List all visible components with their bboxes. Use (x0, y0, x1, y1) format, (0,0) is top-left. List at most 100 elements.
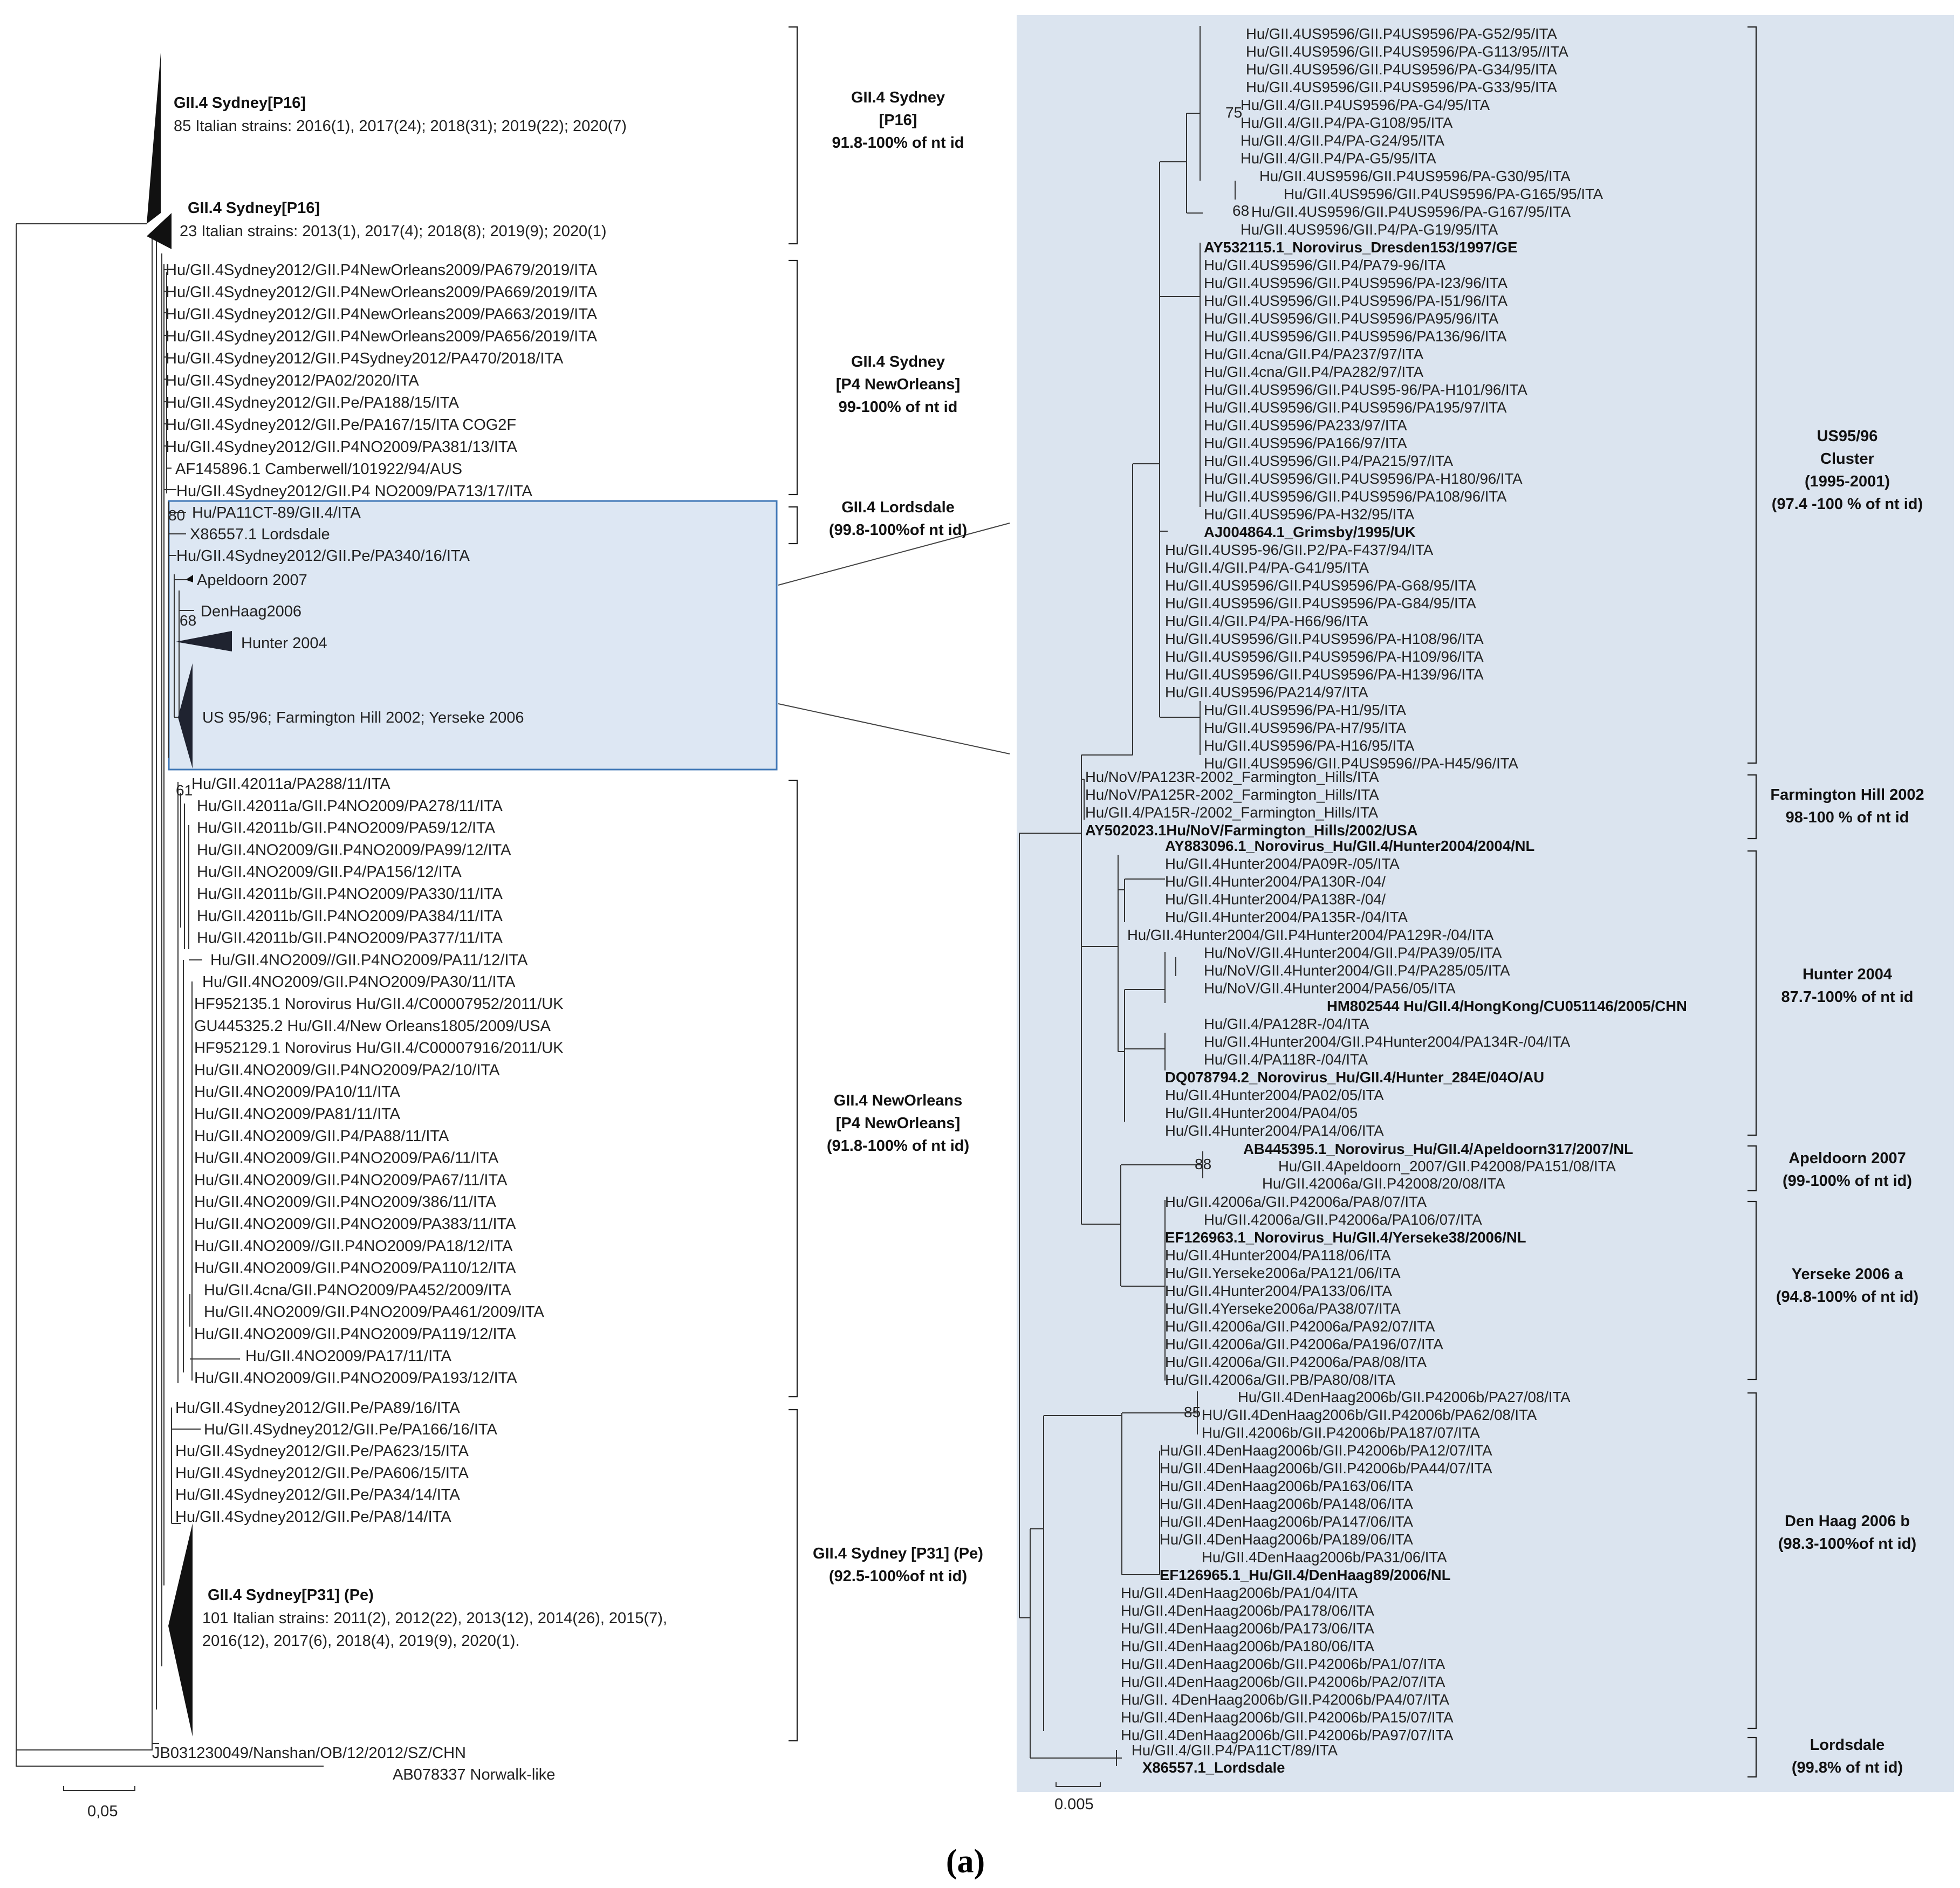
tree-leaf: Hu/GII.4Hunter2004/PA118/06/ITA (1165, 1247, 1392, 1264)
tree-leaf: HF952135.1 Norovirus Hu/GII.4/C00007952/… (194, 996, 564, 1013)
collapsed-clade-sydney-p16-85 (147, 53, 161, 224)
bootstrap-value: 80 (168, 507, 185, 524)
tree-leaf: Hu/GII.4US9596/PA214/97/ITA (1165, 684, 1368, 701)
tree-leaf: Hu/GII.4/GII.P4US9596/PA-G4/95/ITA (1241, 97, 1490, 113)
tree-leaf: Hu/GII.4NO2009/GII.P4/PA88/11/ITA (194, 1128, 449, 1145)
collapsed-clade-detail: 23 Italian strains: 2013(1), 2017(4); 20… (180, 223, 607, 240)
tree-leaf: Hu/GII.4NO2009/GII.P4NO2009/PA193/12/ITA (194, 1370, 517, 1387)
tree-leaf: Hu/GII.4NO2009/PA81/11/ITA (194, 1106, 401, 1123)
collapsed-clade-sydney-p16-23 (147, 213, 172, 249)
tree-leaf: Hu/GII.4US9596/GII.P4US9596/PA195/97/ITA (1204, 399, 1507, 416)
tree-leaf: Hu/GII.4NO2009/GII.P4/PA156/12/ITA (197, 863, 462, 881)
tree-leaf: Hu/GII.4Sydney2012/GII.P4Sydney2012/PA47… (166, 350, 564, 367)
tree-leaf: Hu/GII.Yerseke2006a/PA121/06/ITA (1165, 1265, 1401, 1281)
highlight-box (168, 500, 778, 771)
tree-leaf: Hu/GII.4/GII.P4/PA-G41/95/ITA (1165, 559, 1369, 576)
clade-label: (99.8-100%of nt id) (829, 521, 967, 539)
tree-leaf: US 95/96; Farmington Hill 2002; Yerseke … (202, 709, 524, 726)
clade-label: (97.4 -100 % of nt id) (1772, 496, 1923, 513)
tree-leaf: Hu/GII.4Sydney2012/GII.Pe/PA188/15/ITA (166, 394, 459, 411)
tree-leaf: Hu/GII.4US9596/GII.P4US9596/PA-H109/96/I… (1165, 648, 1484, 665)
tree-leaf: Hu/GII.4NO2009/PA10/11/ITA (194, 1083, 401, 1101)
tree-leaf: Hu/GII.4US9596/PA-H32/95/ITA (1204, 506, 1415, 523)
clade-label: Farmington Hill 2002 (1770, 786, 1924, 804)
collapsed-clade-name: GII.4 Sydney[P16] (188, 200, 320, 217)
tree-leaf: Hu/NoV/GII.4Hunter2004/GII.P4/PA39/05/IT… (1204, 944, 1502, 961)
collapsed-clade-name: GII.4 Sydney[P31] (Pe) (208, 1587, 374, 1604)
clade-label: GII.4 Sydney (851, 89, 945, 106)
tree-leaf: Hu/GII.4NO2009/GII.P4NO2009/PA30/11/ITA (202, 973, 516, 991)
tree-leaf: Hu/GII.4NO2009/GII.P4NO2009/PA461/2009/I… (204, 1303, 544, 1321)
tree-leaf: Hu/GII.4US9596/GII.P4/PA215/97/ITA (1204, 452, 1454, 469)
tree-leaf: Hu/GII.4Sydney2012/GII.Pe/PA623/15/ITA (175, 1443, 469, 1460)
tree-leaf: Hu/GII.4Sydney2012/PA02/2020/ITA (166, 372, 419, 389)
tree-leaf: Hu/GII.4Hunter2004/PA135R-/04/ITA (1165, 909, 1408, 925)
tree-leaf: Hu/GII.4Sydney2012/GII.Pe/PA606/15/ITA (175, 1465, 469, 1482)
clade-label: Yerseke 2006 a (1792, 1266, 1903, 1283)
clade-label: GII.4 Sydney [P31] (Pe) (813, 1545, 983, 1562)
tree-leaf: Hu/GII.4Sydney2012/GII.P4NewOrleans2009/… (166, 262, 598, 279)
tree-leaf: DQ078794.2_Norovirus_Hu/GII.4/Hunter_284… (1165, 1069, 1544, 1086)
tree-leaf: Hu/GII.4NO2009/GII.P4NO2009/PA2/10/ITA (194, 1061, 500, 1079)
tree-leaf: AY532115.1_Norovirus_Dresden153/1997/GE (1204, 239, 1517, 256)
tree-leaf: Hu/GII.4US9596/PA-H7/95/ITA (1204, 719, 1407, 736)
tree-leaf: Hu/GII.4NO2009/GII.P4NO2009/PA67/11/ITA (194, 1171, 508, 1189)
collapsed-clade-detail: 85 Italian strains: 2016(1), 2017(24); 2… (174, 118, 627, 135)
tree-leaf: Hu/GII.4Sydney2012/GII.Pe/PA89/16/ITA (175, 1399, 460, 1417)
tree-leaf: Hu/GII.4DenHaag2006b/PA1/04/ITA (1121, 1584, 1358, 1601)
tree-leaf: Hu/GII.4NO2009/GII.P4NO2009/PA6/11/ITA (194, 1150, 499, 1167)
tree-leaf: Hu/GII.42011b/GII.P4NO2009/PA377/11/ITA (197, 930, 503, 947)
right-scale-bar-label: 0.005 (1054, 1796, 1094, 1813)
tree-leaf: HM802544 Hu/GII.4/HongKong/CU051146/2005… (1327, 998, 1687, 1014)
tree-leaf: Hu/GII.4/GII.P4/PA-H66/96/ITA (1165, 613, 1368, 629)
clade-label: Den Haag 2006 b (1785, 1513, 1910, 1530)
tree-leaf: Hu/NoV/GII.4Hunter2004/PA56/05/ITA (1204, 980, 1456, 997)
zoom-panel-background (1017, 15, 1954, 1792)
tree-leaf: AJ004864.1_Grimsby/1995/UK (1204, 524, 1416, 540)
clade-label: US95/96 (1817, 428, 1878, 445)
tree-leaf: GU445325.2 Hu/GII.4/New Orleans1805/2009… (194, 1018, 551, 1035)
clade-label: Lordsdale (1810, 1736, 1885, 1754)
tree-leaf: Hu/NoV/PA125R-2002_Farmington_Hills/ITA (1085, 786, 1379, 803)
tree-leaf: Hu/GII.4Hunter2004/PA133/06/ITA (1165, 1282, 1393, 1299)
tree-leaf: Hu/GII.4Hunter2004/GII.P4Hunter2004/PA12… (1127, 926, 1494, 943)
tree-leaf: Hu/GII.4DenHaag2006b/PA189/06/ITA (1160, 1531, 1413, 1548)
tree-leaf: Hu/GII.4cna/GII.P4/PA237/97/ITA (1204, 346, 1424, 362)
tree-leaf: Hu/GII.42006a/GII.P42008/20/08/ITA (1262, 1175, 1505, 1192)
tree-leaf: Hu/GII.42011b/GII.P4NO2009/PA59/12/ITA (197, 820, 496, 837)
tree-leaf: Hu/GII.4/GII.P4/PA-G5/95/ITA (1241, 150, 1436, 167)
tree-leaf: EF126965.1_Hu/GII.4/DenHaag89/2006/NL (1160, 1567, 1451, 1583)
tree-leaf: Hu/GII.4DenHaag2006b/PA180/06/ITA (1121, 1638, 1374, 1654)
tree-leaf: Hu/GII.4US9596/GII.P4/PA-G19/95/ITA (1241, 221, 1498, 238)
clade-label: GII.4 Sydney (851, 353, 945, 370)
clade-label: [P4 NewOrleans] (836, 1115, 960, 1132)
right-scale-bar: 0.005 (1054, 1782, 1101, 1813)
tree-leaf: Hu/GII.4DenHaag2006b/PA163/06/ITA (1160, 1478, 1413, 1494)
tree-leaf: Hu/GII.4DenHaag2006b/PA178/06/ITA (1121, 1602, 1374, 1619)
tree-leaf: Hu/GII.4Sydney2012/GII.P4 NO2009/PA713/1… (176, 483, 533, 500)
clade-label: Apeldoorn 2007 (1788, 1150, 1906, 1167)
clade-label: (1995-2001) (1805, 473, 1890, 490)
tree-leaf: Hu/GII.42006a/GII.PB/PA80/08/ITA (1165, 1371, 1396, 1388)
tree-leaf: Hu/GII. 4DenHaag2006b/GII.P42006b/PA4/07… (1121, 1691, 1450, 1708)
tree-leaf: Hu/GII.4Sydney2012/GII.P4NewOrleans2009/… (166, 284, 598, 301)
tree-leaf: Hu/GII.4US9596/PA-H16/95/ITA (1204, 737, 1415, 754)
tree-leaf: Hu/GII.4US9596/PA-H1/95/ITA (1204, 702, 1407, 718)
tree-leaf: Hu/GII.4/PA118R-/04/ITA (1204, 1051, 1368, 1068)
clade-label: GII.4 Lordsdale (841, 499, 955, 516)
tree-leaf: Hu/GII.4cna/GII.P4NO2009/PA452/2009/ITA (204, 1281, 511, 1299)
tree-leaf: Hu/GII.4Hunter2004/PA02/05/ITA (1165, 1087, 1384, 1103)
tree-leaf: Hu/GII.4NO2009/GII.P4NO2009/PA119/12/ITA (194, 1326, 516, 1343)
tree-leaf: AB445395.1_Norovirus_Hu/GII.4/Apeldoorn3… (1243, 1141, 1633, 1157)
tree-leaf: AY502023.1Hu/NoV/Farmington_Hills/2002/U… (1085, 822, 1418, 839)
tree-leaf: Hu/GII.4Hunter2004/PA09R-/05/ITA (1165, 855, 1400, 872)
tree-leaf: Hu/GII.4/GII.P4/PA-G24/95/ITA (1241, 132, 1445, 149)
left-clade-labels: GII.4 Sydney[P16]91.8-100% of nt idGII.4… (813, 89, 983, 1585)
clade-label: (99.8% of nt id) (1792, 1759, 1903, 1776)
right-tree-branches (1019, 26, 1236, 1766)
tree-leaf: Hu/GII.4/PA15R-/2002_Farmington_Hills/IT… (1085, 804, 1379, 821)
collapsed-clade-detail: 2016(12), 2017(6), 2018(4), 2019(9), 202… (202, 1632, 519, 1650)
tree-leaf: HF952129.1 Norovirus Hu/GII.4/C00007916/… (194, 1040, 564, 1057)
bootstrap-value: 61 (176, 782, 193, 799)
left-tree-labels: GII.4 Sydney[P16] 85 Italian strains: 201… (152, 94, 667, 1783)
